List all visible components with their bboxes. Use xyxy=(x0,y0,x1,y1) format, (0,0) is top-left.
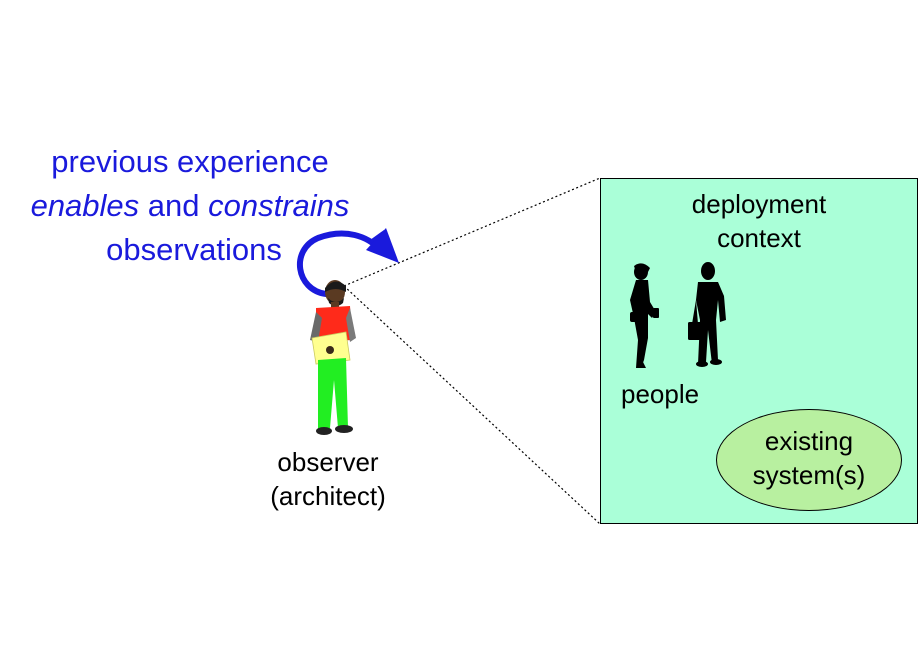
sight-line-bottom xyxy=(343,285,601,525)
man-silhouette xyxy=(688,262,726,367)
people-label: people xyxy=(621,379,700,409)
existing-systems-line-1: existing xyxy=(764,426,854,456)
woman-silhouette xyxy=(630,263,659,368)
caption-line-3: observations xyxy=(106,232,282,267)
caption-line-1: previous experience xyxy=(51,144,329,179)
experience-arrow xyxy=(296,230,383,297)
context-title: deployment context xyxy=(601,187,917,255)
observer-figure xyxy=(310,280,356,435)
existing-systems-ellipse xyxy=(716,409,902,511)
context-title-line-1: deployment xyxy=(691,189,827,219)
caption-enables: enables xyxy=(30,188,140,223)
caption-constrains: constrains xyxy=(208,188,350,223)
sight-line-top xyxy=(343,177,601,287)
caption-and: and xyxy=(139,188,209,223)
existing-systems-line-2: system(s) xyxy=(752,460,866,490)
existing-systems-label: existing system(s) xyxy=(716,424,902,492)
experience-arrowhead-tip xyxy=(366,228,399,263)
context-title-line-2: context xyxy=(717,223,801,253)
observer-line-1: observer xyxy=(277,447,379,477)
caption-line-2: enables and constrains xyxy=(0,184,380,228)
observer-label: observer (architect) xyxy=(248,445,408,513)
observer-line-2: (architect) xyxy=(270,481,386,511)
experience-caption: previous experience enables and constrai… xyxy=(0,140,380,272)
